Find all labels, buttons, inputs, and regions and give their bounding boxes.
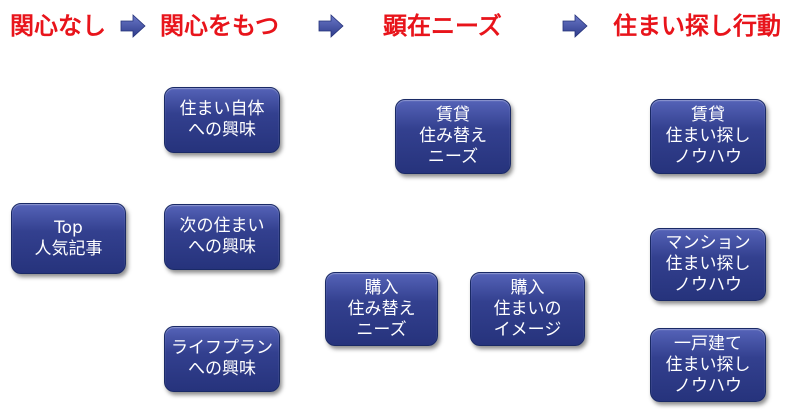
stage-explicit-needs: 顕在ニーズ	[383, 12, 502, 40]
node-interest-next-home: 次の住まい への興味	[164, 204, 280, 270]
stage-no-interest: 関心なし	[10, 12, 106, 40]
stage-action: 住まい探し行動	[613, 12, 781, 40]
node-buy-move-needs: 購入 住み替え ニーズ	[325, 272, 438, 346]
node-rent-move-needs: 賃貸 住み替え ニーズ	[395, 99, 511, 174]
node-interest-housing: 住まい自体 への興味	[164, 87, 280, 153]
node-buy-home-image: 購入 住まいの イメージ	[470, 272, 585, 346]
node-mansion-search-knowhow: マンション 住まい探し ノウハウ	[650, 228, 766, 301]
node-house-search-knowhow: 一戸建て 住まい探し ノウハウ	[650, 328, 766, 402]
arrow-right-icon	[562, 14, 588, 38]
node-top-articles: Top 人気記事	[11, 203, 126, 274]
node-interest-life-plan: ライフプラン への興味	[164, 326, 280, 392]
arrow-right-icon	[120, 14, 146, 38]
stage-interest: 関心をもつ	[160, 12, 280, 40]
node-rent-search-knowhow: 賃貸 住まい探し ノウハウ	[650, 99, 766, 174]
arrow-right-icon	[318, 14, 344, 38]
